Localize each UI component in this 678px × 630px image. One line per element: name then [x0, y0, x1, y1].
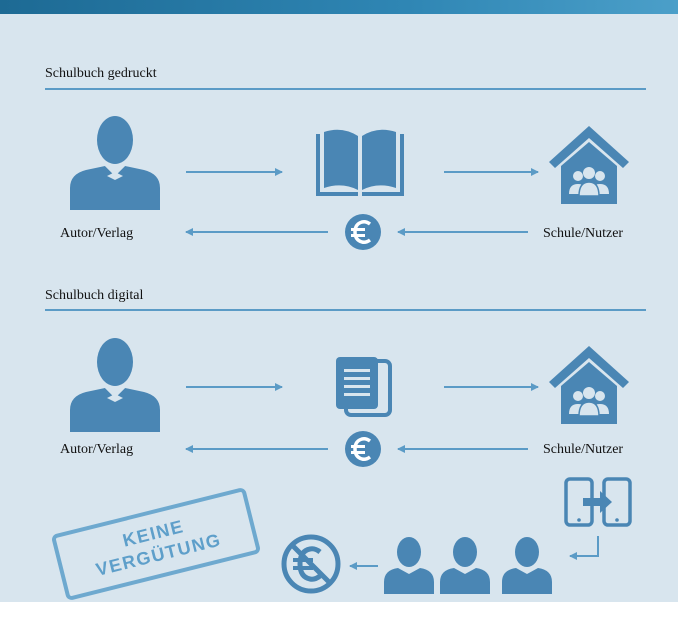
- user-silhouette-icon: [502, 537, 552, 594]
- user-silhouette-icon: [440, 537, 490, 594]
- euro-coin-icon: [345, 431, 381, 467]
- section-divider: [45, 88, 646, 90]
- person-suit-icon: [70, 338, 160, 432]
- person-suit-icon: [70, 116, 160, 210]
- house-people-icon: [549, 346, 629, 424]
- arrow-elbow: [569, 536, 599, 560]
- school-label: Schule/Nutzer: [543, 226, 624, 241]
- section-title-printed: Schulbuch gedruckt: [45, 66, 157, 81]
- device-share-icon: [564, 477, 632, 527]
- school-label: Schule/Nutzer: [543, 442, 624, 457]
- user-silhouette-icon: [384, 537, 434, 594]
- top-band: [0, 0, 678, 14]
- bottom-margin: [0, 602, 678, 630]
- house-people-icon: [549, 126, 629, 204]
- document-copy-icon: [336, 357, 392, 417]
- no-euro-icon: [281, 534, 341, 594]
- section-divider: [45, 309, 646, 311]
- euro-coin-icon: [345, 214, 381, 250]
- section-title-digital: Schulbuch digital: [45, 288, 144, 303]
- author-label: Autor/Verlag: [60, 442, 134, 457]
- author-label: Autor/Verlag: [60, 226, 134, 241]
- open-book-icon: [316, 129, 404, 196]
